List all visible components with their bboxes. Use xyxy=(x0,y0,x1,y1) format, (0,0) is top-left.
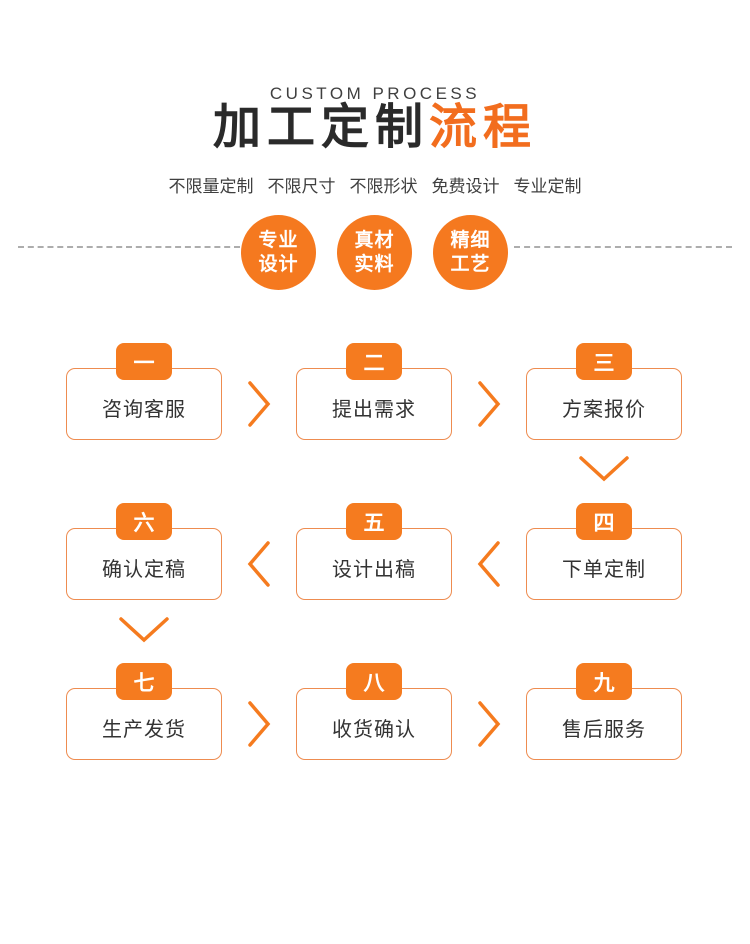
arrow-right-icon xyxy=(476,379,502,429)
dashed-divider-right xyxy=(514,246,732,248)
step-label: 提出需求 xyxy=(332,398,416,421)
step-number-tab: 九 xyxy=(576,663,632,700)
arrow-right-icon xyxy=(246,699,272,749)
step-label: 确认定稿 xyxy=(102,558,186,581)
step-label: 生产发货 xyxy=(102,718,186,741)
arrow-left-icon xyxy=(476,539,502,589)
subtitle: 不限量定制不限尺寸不限形状免费设计专业定制 xyxy=(0,172,750,197)
step-number-tab: 八 xyxy=(346,663,402,700)
dashed-divider-left xyxy=(18,246,240,248)
badge-line: 专业 xyxy=(258,229,299,251)
arrow-right-icon xyxy=(246,379,272,429)
arrow-left-icon xyxy=(246,539,272,589)
badge-line: 设计 xyxy=(258,253,299,275)
subtitle-item: 免费设计 xyxy=(431,177,500,196)
badge-line: 实料 xyxy=(354,253,395,275)
step-number-tab: 六 xyxy=(116,503,172,540)
step-label: 设计出稿 xyxy=(332,558,416,581)
subtitle-item: 不限量定制 xyxy=(168,177,254,196)
subtitle-item: 不限形状 xyxy=(349,177,418,196)
arrow-right-icon xyxy=(476,699,502,749)
title-main: 加工定制 xyxy=(212,101,429,154)
step-number-tab: 二 xyxy=(346,343,402,380)
step-number-tab: 五 xyxy=(346,503,402,540)
feature-badge-design: 专业 设计 xyxy=(241,215,316,290)
feature-badge-craft: 精细 工艺 xyxy=(433,215,508,290)
feature-badge-material: 真材 实料 xyxy=(337,215,412,290)
badge-line: 真材 xyxy=(354,229,395,251)
step-card-9: 售后服务 xyxy=(526,688,682,760)
step-label: 收货确认 xyxy=(332,718,416,741)
arrow-down-icon xyxy=(578,455,630,483)
step-label: 下单定制 xyxy=(562,558,646,581)
eyebrow-text: CUSTOM PROCESS xyxy=(269,84,481,103)
step-label: 方案报价 xyxy=(562,398,646,421)
feature-badges: 专业 设计 真材 实料 精细 工艺 xyxy=(241,215,508,290)
step-card-1: 咨询客服 xyxy=(66,368,222,440)
step-number-tab: 四 xyxy=(576,503,632,540)
badge-line: 精细 xyxy=(450,229,491,251)
step-number-tab: 三 xyxy=(576,343,632,380)
subtitle-item: 专业定制 xyxy=(513,177,582,196)
step-number-tab: 七 xyxy=(116,663,172,700)
step-label: 售后服务 xyxy=(562,718,646,741)
step-card-3: 方案报价 xyxy=(526,368,682,440)
subtitle-item: 不限尺寸 xyxy=(267,177,336,196)
step-number-tab: 一 xyxy=(116,343,172,380)
step-label: 咨询客服 xyxy=(102,398,186,421)
badge-line: 工艺 xyxy=(450,253,491,275)
page-title: 加工定制流程 xyxy=(0,100,750,155)
step-card-2: 提出需求 xyxy=(296,368,452,440)
title-accent: 流程 xyxy=(429,101,538,154)
arrow-down-icon xyxy=(118,616,170,644)
step-card-4: 下单定制 xyxy=(526,528,682,600)
